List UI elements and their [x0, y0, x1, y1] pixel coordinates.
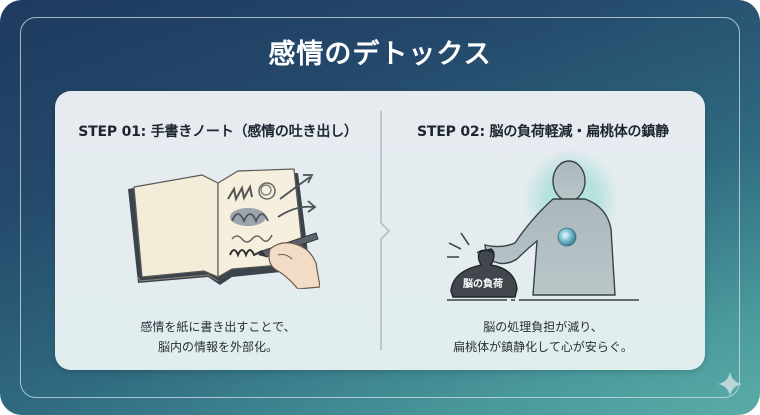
page-title: 感情のデトックス — [268, 39, 492, 70]
step-02-description: 脳の処理負担が減り、 扁桃体が鎮静化して心が安らぐ。 — [381, 317, 705, 357]
step-02: STEP 02: 脳の負荷軽減・扁桃体の鎮静 — [381, 91, 705, 370]
step-01: STEP 01: 手書きノート（感情の吐き出し） — [55, 91, 381, 370]
chevron-right-divider-icon — [380, 111, 391, 350]
bag-label: 脳の負荷 — [463, 277, 503, 290]
step-01-description: 感情を紙に書き出すことで、 脳内の情報を外部化。 — [55, 317, 381, 357]
step-02-heading: STEP 02: 脳の負荷軽減・扁桃体の鎮静 — [417, 124, 669, 140]
steps-panel: STEP 01: 手書きノート（感情の吐き出し） — [55, 91, 705, 370]
step-01-description-line-2: 脳内の情報を外部化。 — [157, 340, 278, 354]
person-releasing-burden-illustration: 脳の負荷 — [447, 149, 639, 301]
step-02-description-line-1: 脳の処理負担が減り、 — [483, 320, 603, 334]
sparkle-icon — [718, 372, 742, 396]
step-01-description-line-1: 感情を紙に書き出すことで、 — [140, 320, 296, 334]
decorative-frame — [20, 17, 740, 398]
step-02-description-line-2: 扁桃体が鎮静化して心が安らぐ。 — [453, 340, 633, 354]
step-01-heading: STEP 01: 手書きノート（感情の吐き出し） — [78, 124, 358, 140]
notebook-writing-illustration — [128, 168, 320, 289]
